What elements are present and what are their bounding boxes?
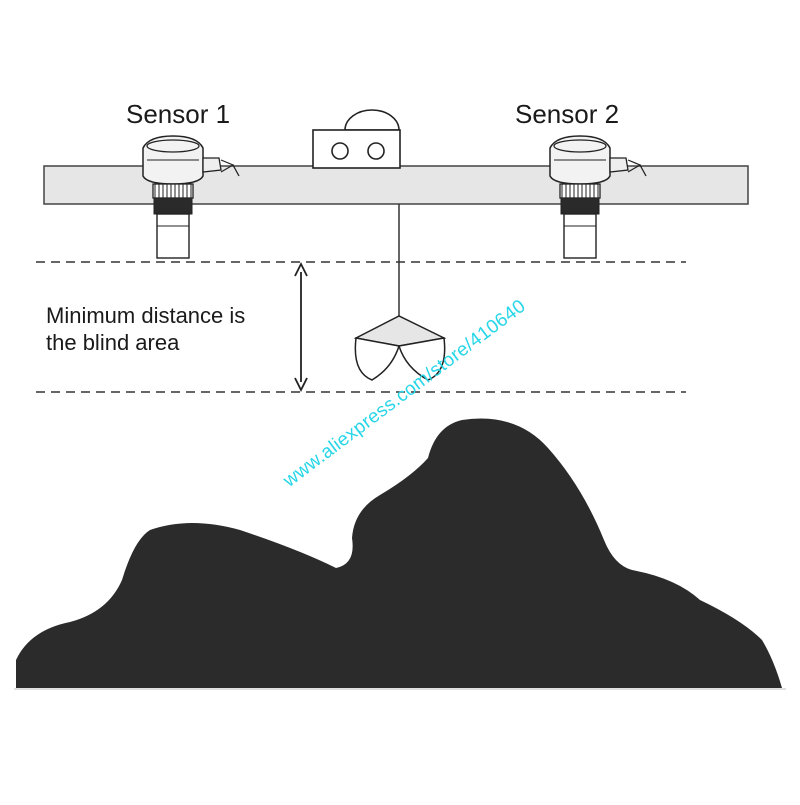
plumb-weight	[353, 315, 447, 381]
sensor-2-label: Sensor 2	[515, 99, 620, 129]
controller-box	[312, 109, 401, 169]
sensor-2-device	[549, 135, 647, 259]
sensor-1-device	[142, 135, 240, 259]
blind-area-arrow	[294, 261, 308, 393]
material-surface	[16, 418, 782, 688]
blind-area-note-line2: the blind area	[46, 330, 180, 355]
sensor-1-label: Sensor 1	[126, 99, 231, 129]
blind-area-note: Minimum distance is the blind area	[46, 302, 245, 356]
blind-area-note-line1: Minimum distance is	[46, 303, 246, 328]
